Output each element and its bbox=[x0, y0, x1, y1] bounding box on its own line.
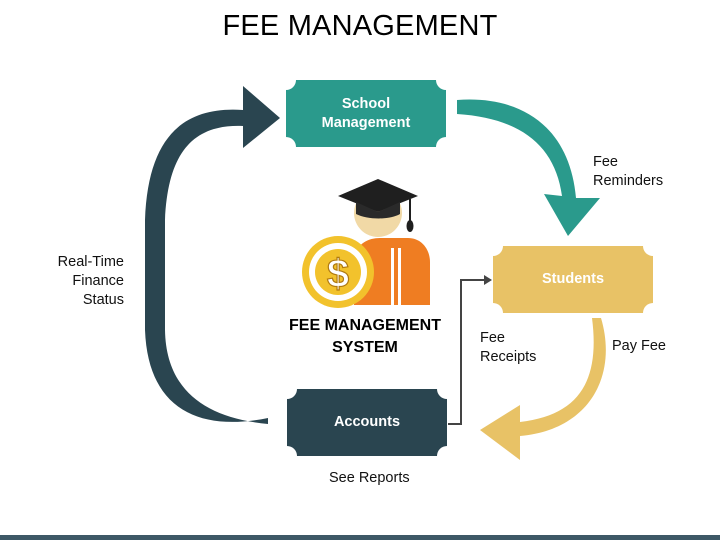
collar-stripe-left bbox=[391, 248, 394, 305]
fee-receipts-arrowhead bbox=[484, 275, 492, 285]
page-title: FEE MANAGEMENT bbox=[222, 10, 498, 42]
students-label: Students bbox=[541, 271, 605, 287]
collar-stripe-right bbox=[398, 248, 401, 305]
students-node[interactable] bbox=[493, 246, 653, 313]
fee-receipts-connector bbox=[448, 279, 485, 425]
student-with-dollar-coin-icon: $ bbox=[302, 179, 430, 308]
coin-inner bbox=[315, 249, 361, 295]
pay-fee-label: Pay Fee bbox=[612, 338, 666, 354]
finance-status-arrow bbox=[145, 86, 280, 424]
graduation-cap-tassel bbox=[406, 220, 414, 232]
accounts-node[interactable] bbox=[287, 389, 447, 456]
see-reports-label: See Reports bbox=[329, 470, 410, 486]
dollar-sign: $ bbox=[327, 252, 349, 296]
fee-reminders-arrow bbox=[457, 99, 600, 236]
pay-fee-arrow bbox=[480, 318, 606, 460]
bottom-bar bbox=[0, 535, 720, 540]
school-management-node[interactable] bbox=[286, 80, 446, 147]
accounts-label: Accounts bbox=[333, 414, 401, 430]
graduation-cap-base bbox=[356, 202, 400, 219]
graduation-cap-top bbox=[338, 179, 418, 212]
